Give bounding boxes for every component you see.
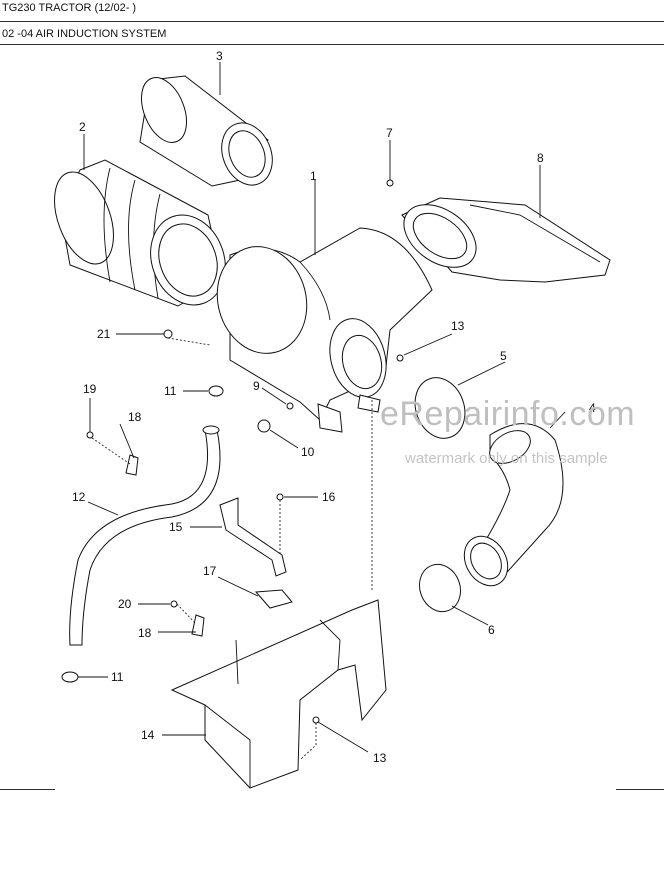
callout-21: 21 [97, 327, 111, 341]
part-9-fitting [286, 402, 294, 410]
part-17-bracket [254, 589, 293, 609]
callout-11: 11 [111, 670, 124, 684]
part-18-clip-lower [191, 614, 205, 637]
part-15-bracket [219, 497, 287, 577]
section-title: 02 -04 AIR INDUCTION SYSTEM [2, 28, 167, 40]
part-11-clamp-upper [208, 385, 224, 397]
part-8-inlet-duct [401, 197, 611, 283]
callout-19: 19 [83, 382, 97, 396]
part-1-air-cleaner-housing [216, 227, 433, 433]
callout-13: 13 [451, 319, 465, 333]
assembly-line [91, 437, 131, 465]
assembly-line [167, 337, 211, 346]
footer-rule-right [616, 789, 664, 790]
part-20-nut [170, 600, 178, 608]
part-19-bolt [86, 431, 94, 439]
leader-lines [78, 62, 566, 753]
assembly-line [176, 603, 197, 625]
part-21-fitting [163, 329, 173, 339]
callout-17: 17 [203, 564, 217, 578]
footer-rule-left [0, 789, 55, 790]
callout-1: 1 [310, 169, 317, 183]
watermark-brand: eRepairinfo.com [380, 395, 635, 433]
part-7-bolt [386, 179, 394, 187]
callout-18: 18 [138, 626, 152, 640]
part-4-elbow-hose [463, 423, 564, 587]
callout-16: 16 [322, 490, 336, 504]
part-6-hose-clamp [418, 563, 462, 613]
page-title: TG230 TRACTOR (12/02- ) [2, 2, 137, 14]
part-12-hose-end [202, 425, 220, 435]
callout-4: 4 [589, 401, 596, 415]
callout-7: 7 [386, 126, 393, 140]
callout-13: 13 [373, 751, 387, 765]
callout-9: 9 [253, 379, 260, 393]
callout-18: 18 [128, 410, 142, 424]
exploded-parts-diagram: 1 2 3 4 5 6 7 8 9 10 11 11 12 13 13 14 1… [54, 49, 635, 789]
part-3-inner-filter [139, 75, 273, 187]
callout-20: 20 [118, 597, 132, 611]
callout-15: 15 [169, 520, 183, 534]
header-divider [0, 21, 664, 22]
part-14-support-frame [170, 599, 387, 789]
callout-2: 2 [79, 120, 86, 134]
callout-5: 5 [500, 349, 507, 363]
part-16-bolt [276, 493, 284, 501]
part-11-clamp-lower [61, 671, 79, 683]
callout-14: 14 [141, 728, 155, 742]
part-5-hose-clamp [414, 377, 466, 439]
callout-3: 3 [216, 49, 223, 63]
part-10-valve [257, 419, 271, 433]
watermark-note: watermark only on this sample [404, 450, 608, 467]
callout-6: 6 [488, 623, 495, 637]
callout-12: 12 [72, 490, 86, 504]
callout-10: 10 [301, 445, 315, 459]
part-13-bolt-upper [396, 354, 404, 362]
part-2-outer-filter [54, 159, 226, 307]
section-divider [0, 44, 664, 45]
callout-11: 11 [164, 384, 177, 398]
assembly-line [299, 723, 317, 761]
part-12-drain-hose [69, 429, 221, 646]
callout-8: 8 [537, 151, 544, 165]
part-18-clip-upper [125, 454, 139, 476]
